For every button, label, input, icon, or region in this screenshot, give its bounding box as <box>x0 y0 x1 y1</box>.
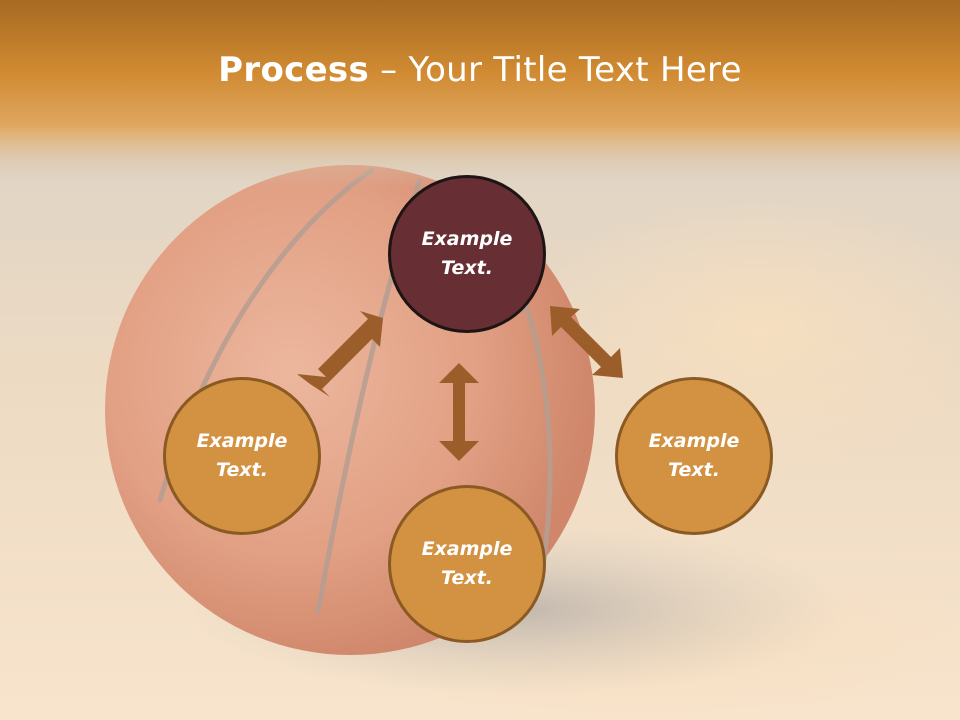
bottom-node-line2: Text. <box>441 567 493 589</box>
title-rest: – Your Title Text Here <box>369 50 742 90</box>
left-node-text: Example Text. <box>187 427 297 485</box>
center-node-line2: Text. <box>441 257 493 279</box>
right-node: Example Text. <box>615 377 773 535</box>
center-node-line1: Example <box>421 228 513 250</box>
left-node-line1: Example <box>196 430 288 452</box>
bottom-node: Example Text. <box>388 485 546 643</box>
right-node-line2: Text. <box>668 459 720 481</box>
slide-title: Process – Your Title Text Here <box>0 50 960 90</box>
left-node: Example Text. <box>163 377 321 535</box>
right-node-text: Example Text. <box>639 427 749 485</box>
bottom-node-text: Example Text. <box>412 535 522 593</box>
center-node-text: Example Text. <box>412 225 522 283</box>
center-node: Example Text. <box>388 175 546 333</box>
title-bold: Process <box>218 50 370 90</box>
bottom-node-line1: Example <box>421 538 513 560</box>
right-node-line1: Example <box>648 430 740 452</box>
left-node-line2: Text. <box>216 459 268 481</box>
